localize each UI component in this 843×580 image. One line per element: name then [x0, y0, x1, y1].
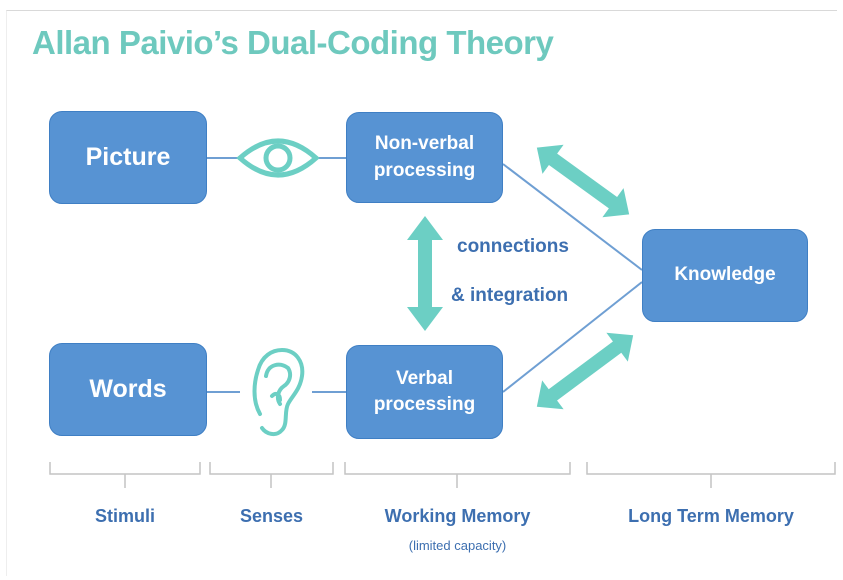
nonverbal-label-line1: Non-verbal — [374, 133, 475, 155]
verbal-processing-box: Verbal processing — [346, 345, 503, 439]
nonverbal-processing-box: Non-verbal processing — [346, 112, 503, 203]
connections-label: connections — [457, 236, 569, 257]
bracket-senses — [209, 462, 334, 488]
picture-label: Picture — [85, 143, 171, 172]
verbal-label-line1: Verbal — [395, 367, 454, 389]
verbal-label-line2: processing — [373, 394, 476, 415]
slide-title: Allan Paivio’s Dual-Coding Theory — [32, 24, 554, 61]
verbal-knowledge-line — [502, 281, 643, 393]
words-label: Words — [89, 375, 167, 404]
integration-label: & integration — [451, 285, 569, 306]
nonverbal-knowledge-line — [502, 163, 643, 271]
picture-box: Picture — [49, 111, 207, 204]
nonverbal-label-line2: processing — [373, 159, 476, 181]
column-senses: Senses — [239, 506, 304, 526]
words-box: Words — [49, 343, 207, 436]
working-memory-note: (limited capacity) — [408, 538, 507, 553]
double-arrows — [407, 144, 634, 410]
knowledge-box: Knowledge — [642, 229, 808, 322]
bracket-stimuli — [49, 462, 201, 488]
column-brackets — [49, 462, 836, 488]
slide-frame — [6, 10, 837, 576]
column-long-term-memory: Long Term Memory — [628, 506, 794, 526]
bracket-working-memory — [344, 462, 571, 488]
vertical-double-arrow — [407, 216, 443, 331]
lower-double-arrow — [536, 332, 634, 410]
connector-lines — [207, 157, 643, 393]
bracket-long-term-memory — [586, 462, 836, 488]
knowledge-label: Knowledge — [674, 264, 776, 286]
eye-icon — [236, 138, 320, 178]
upper-double-arrow — [536, 144, 630, 218]
ear-icon — [252, 348, 305, 437]
column-working-memory: Working Memory — [384, 506, 531, 526]
column-stimuli: Stimuli — [94, 506, 155, 526]
